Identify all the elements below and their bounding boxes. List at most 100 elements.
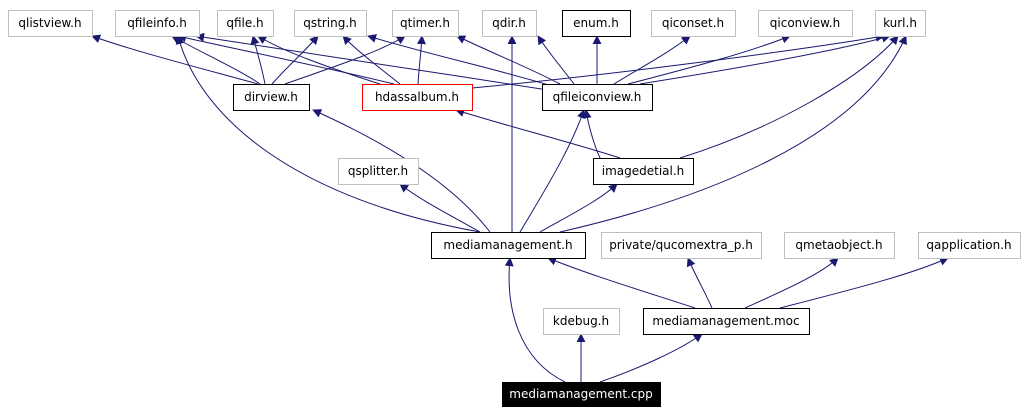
node-box	[643, 308, 810, 335]
node-label: qdir.h	[492, 16, 526, 30]
edge-mediamanagement_h-includes-qsplitter	[399, 183, 481, 233]
node-qiconview[interactable]: qiconview.h	[758, 10, 853, 37]
node-label: qlistview.h	[18, 16, 81, 30]
node-box	[431, 232, 586, 259]
node-label: qmetaobject.h	[795, 238, 882, 252]
node-label: qiconview.h	[770, 16, 840, 30]
edge-mediamanagement_moc-includes-qucomextra	[686, 257, 713, 309]
edge-hdassalbum-includes-qstring	[342, 35, 401, 85]
node-label: kdebug.h	[553, 314, 609, 328]
node-box	[918, 232, 1021, 259]
edge-dirview-includes-qtimer	[284, 35, 406, 85]
node-box	[392, 10, 459, 37]
edge-qfileiconview-includes-kurl	[639, 33, 891, 85]
edge-mediamanagement_h-includes-qfileinfo	[175, 35, 481, 233]
node-qucomextra[interactable]: private/qucomextra_p.h	[601, 232, 762, 259]
edge-qfileiconview-includes-qiconset	[613, 35, 691, 85]
node-label: mediamanagement.h	[443, 238, 572, 252]
node-box	[758, 10, 853, 37]
node-label: qsplitter.h	[348, 164, 408, 178]
node-label: qfileinfo.h	[127, 16, 187, 30]
node-mediamanagement-cpp: mediamanagement.cpp	[502, 382, 661, 407]
node-mediamanagement-h[interactable]: mediamanagement.h	[431, 232, 586, 259]
edge-dirview-includes-qfileinfo	[171, 35, 261, 85]
node-qstring[interactable]: qstring.h	[294, 10, 367, 37]
edge-mediamanagement_moc-includes-qmetaobject	[744, 257, 839, 309]
node-box	[217, 10, 274, 37]
edge-mediamanagement_cpp-includes-mediamanagement_h	[504, 257, 566, 383]
node-box	[562, 10, 631, 37]
node-qlistview[interactable]: qlistview.h	[8, 10, 93, 37]
node-box	[601, 232, 762, 259]
node-label: qfileiconview.h	[553, 90, 642, 104]
node-label: qfile.h	[226, 16, 263, 30]
node-qfileiconview[interactable]: qfileiconview.h	[542, 84, 653, 111]
node-box	[294, 10, 367, 37]
node-box	[542, 84, 653, 111]
dependency-edges	[91, 32, 949, 383]
node-qapplication[interactable]: qapplication.h	[918, 232, 1021, 259]
edge-qfileiconview-includes-qstring	[367, 34, 553, 87]
node-label: qiconset.h	[662, 16, 724, 30]
node-box	[543, 308, 620, 335]
node-imagedetial[interactable]: imagedetial.h	[593, 158, 694, 185]
node-label: kurl.h	[883, 16, 917, 30]
node-qfile[interactable]: qfile.h	[217, 10, 274, 37]
node-label: mediamanagement.cpp	[509, 387, 652, 401]
node-box	[233, 84, 310, 111]
node-box	[875, 10, 926, 37]
node-mediamanagement-moc[interactable]: mediamanagement.moc	[643, 308, 810, 335]
node-dirview[interactable]: dirview.h	[233, 84, 310, 111]
node-box	[115, 10, 200, 37]
edge-hdassalbum-includes-qtimer	[417, 35, 426, 85]
edge-qfileiconview-includes-qtimer	[456, 35, 561, 85]
node-label: enum.h	[573, 16, 619, 30]
edge-hdassalbum-includes-qfile	[257, 35, 381, 85]
node-qsplitter[interactable]: qsplitter.h	[338, 158, 419, 185]
node-label: qapplication.h	[926, 238, 1011, 252]
edge-imagedetial-includes-kurl	[679, 35, 899, 159]
node-hdassalbum[interactable]: hdassalbum.h	[362, 84, 473, 111]
edge-mediamanagement_h-includes-kurl	[559, 35, 907, 233]
node-qtimer[interactable]: qtimer.h	[392, 10, 459, 37]
edge-qfileiconview-includes-qiconview	[627, 34, 791, 85]
node-box	[593, 158, 694, 185]
node-box	[338, 158, 419, 185]
edge-mediamanagement_moc-includes-qapplication	[779, 257, 949, 309]
node-kurl[interactable]: kurl.h	[875, 10, 926, 37]
node-qfileinfo[interactable]: qfileinfo.h	[115, 10, 200, 37]
node-box	[8, 10, 93, 37]
node-label: qtimer.h	[400, 16, 450, 30]
node-label: mediamanagement.moc	[652, 314, 799, 328]
edge-dirview-includes-qstring	[271, 35, 319, 85]
node-label: hdassalbum.h	[375, 90, 459, 104]
edge-hdassalbum-includes-qfileinfo	[177, 33, 395, 85]
node-qdir[interactable]: qdir.h	[482, 10, 537, 37]
edge-mediamanagement_h-includes-qfileiconview	[519, 109, 586, 233]
node-label: qstring.h	[303, 16, 356, 30]
node-enum[interactable]: enum.h	[562, 10, 631, 37]
edge-imagedetial-includes-qfileiconview	[582, 109, 601, 159]
edge-dirview-includes-qfile	[250, 35, 266, 85]
node-label: imagedetial.h	[602, 164, 685, 178]
node-label: dirview.h	[244, 90, 298, 104]
node-label: private/qucomextra_p.h	[609, 238, 753, 252]
edge-mediamanagement_h-includes-imagedetial	[539, 183, 618, 233]
edge-dirview-includes-qlistview	[91, 34, 259, 85]
edge-hdassalbum-includes-kurl	[471, 32, 885, 89]
edge-mediamanagement_cpp-includes-mediamanagement_moc	[599, 333, 703, 383]
dependency-nodes: qlistview.h qfileinfo.h qfile.h qstring.h qt…	[8, 10, 1021, 407]
edge-qfileiconview-includes-qfileinfo	[195, 32, 549, 91]
node-qiconset[interactable]: qiconset.h	[651, 10, 736, 37]
node-box	[502, 382, 661, 407]
node-box	[482, 10, 537, 37]
node-kdebug[interactable]: kdebug.h	[543, 308, 620, 335]
node-box	[651, 10, 736, 37]
edge-imagedetial-includes-hdassalbum	[455, 108, 621, 159]
edge-mediamanagement_moc-includes-mediamanagement_h	[547, 256, 696, 309]
node-box	[362, 84, 473, 111]
node-qmetaobject[interactable]: qmetaobject.h	[784, 232, 895, 259]
node-box	[784, 232, 895, 259]
edge-qfileiconview-includes-qdir	[537, 35, 575, 85]
